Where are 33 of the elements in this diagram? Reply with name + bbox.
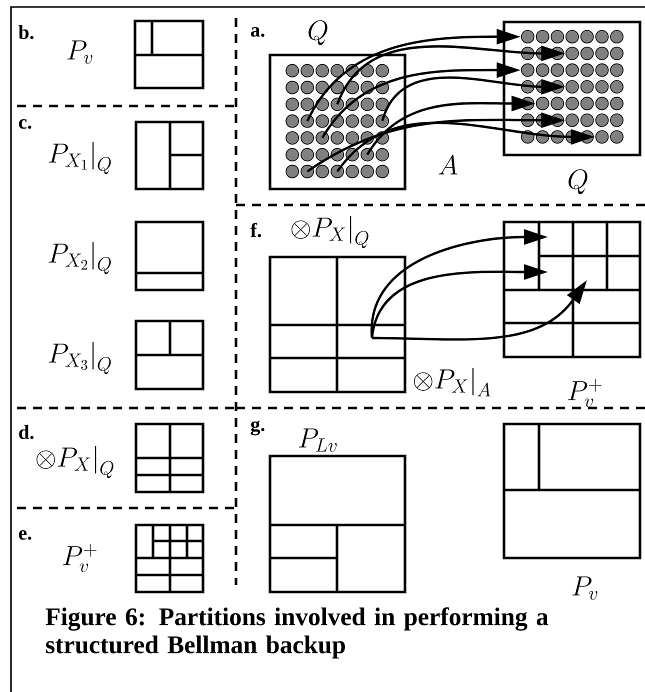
partition-box: $P_v$ <box>502 422 642 600</box>
formula-label: $\otimes P_X\Big|_{A}$ <box>414 368 490 396</box>
panel-letter: c. <box>18 119 32 129</box>
panel-letter: e. <box>18 530 32 540</box>
partition-box: $\otimes P_X\Big|_{Q}$ <box>36 422 204 494</box>
partition-box: $P_{Lv}$ <box>268 428 406 594</box>
node-label: $P_v$ <box>572 576 598 600</box>
node-label: $P_{Lv}$ <box>298 428 337 452</box>
node-label: $Q$ <box>308 20 328 46</box>
node-label: $P_{X_2}\Big|_{Q}$ <box>48 242 111 274</box>
panel-letter: f. <box>250 222 262 238</box>
node-label: $P_{X_3}\Big|_{Q}$ <box>48 342 111 374</box>
panel-letter: d. <box>19 424 34 440</box>
node-label: $\otimes P_X\Big|_{Q}$ <box>36 446 114 478</box>
partition-box: $P_v$ <box>67 20 204 90</box>
partition-box: $P_{X_3}\Big|_{Q}$ <box>48 320 204 390</box>
node-label: $\otimes P_X\Big|_{Q}$ <box>292 216 368 248</box>
node-label: $Q$ <box>568 169 588 194</box>
figure-caption: Figure 6: Partitions involved in performing a structured Bellman backup <box>46 607 548 658</box>
partition-box: $P_v^+$ <box>502 220 642 408</box>
panel-letter: b. <box>18 24 34 40</box>
node-label: $P_v^+$ <box>568 379 602 408</box>
partition-box: $P_{X_1}\Big|_{Q}$ <box>48 120 204 190</box>
panel-letter: a. <box>250 27 264 37</box>
dot-grid-box: $Q$ <box>268 20 406 190</box>
node-label: $P_v^+$ <box>63 544 97 572</box>
node-label: $P_{X_1}\Big|_{Q}$ <box>48 142 111 174</box>
partition-box: $P_{X_2}\Big|_{Q}$ <box>48 220 204 292</box>
partition-box: $\otimes P_X\Big|_{Q}$ <box>268 216 406 394</box>
partition-box: $P_v^+$ <box>63 524 204 594</box>
formula-label: $A$ <box>438 154 458 174</box>
node-label: $P_v$ <box>67 40 92 64</box>
panel-letter: g. <box>250 420 264 436</box>
